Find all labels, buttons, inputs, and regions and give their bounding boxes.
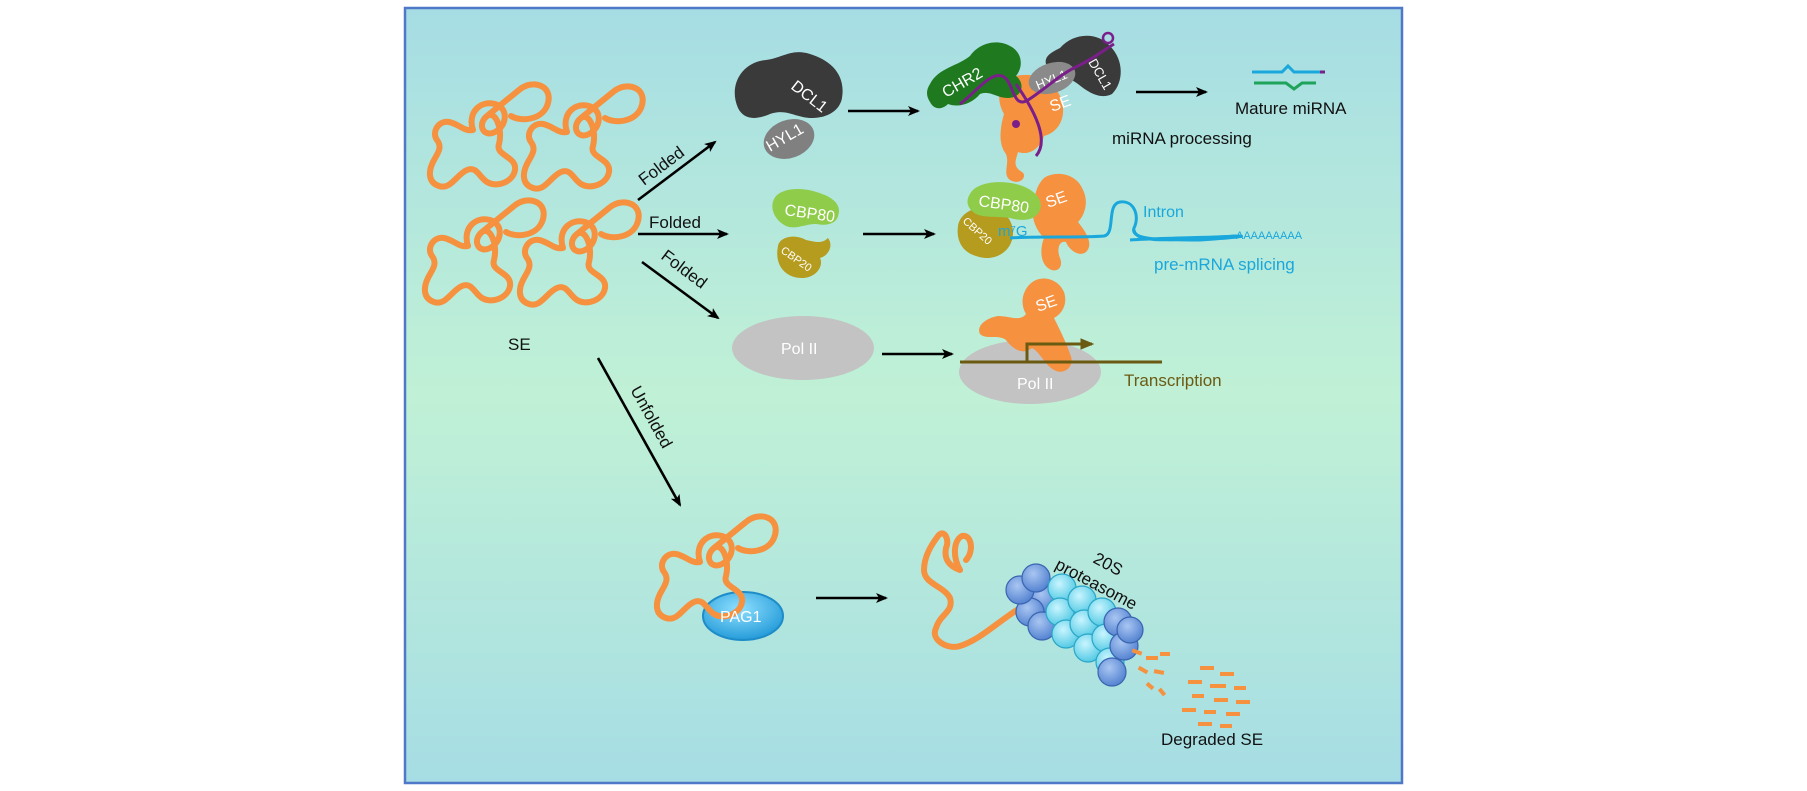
complex-pol2-shape bbox=[959, 340, 1101, 404]
dcl1-shape bbox=[734, 52, 843, 118]
pol2-label: Pol II bbox=[781, 341, 817, 358]
folded-arrow-1 bbox=[637, 140, 717, 202]
complex-cbp80-shape bbox=[967, 182, 1041, 220]
pri-mirna-end bbox=[1012, 120, 1020, 128]
cbp80-label: CBP80 bbox=[783, 202, 836, 226]
diagram-frame bbox=[403, 6, 1404, 785]
proteasome-subunit bbox=[1021, 563, 1051, 593]
hyl1-shape bbox=[763, 119, 815, 159]
complex-se-shape-3 bbox=[979, 278, 1072, 372]
complex-hyl1-shape bbox=[1028, 61, 1076, 95]
transcription-complex: Pol II SE bbox=[959, 278, 1162, 404]
degraded-se-label: Degraded SE bbox=[1161, 730, 1263, 749]
cbp20-shape bbox=[777, 236, 831, 278]
mirna-processing-label: miRNA processing bbox=[1112, 129, 1252, 148]
proteasome-subunit bbox=[1116, 616, 1144, 644]
pag1-label: PAG1 bbox=[720, 609, 762, 626]
complex-se-shape bbox=[999, 74, 1064, 182]
chr2-shape bbox=[927, 42, 1022, 109]
pag1-shape bbox=[702, 591, 784, 641]
complex-se-shape-2 bbox=[1032, 173, 1090, 271]
mature-mirna-duplex bbox=[1252, 63, 1325, 91]
folded-label-2: Folded bbox=[649, 213, 701, 232]
intron-label: Intron bbox=[1143, 204, 1184, 221]
complex-se-label-2: SE bbox=[1044, 188, 1070, 211]
microprocessor-complex: CHR2 DCL1 HYL1 SE bbox=[927, 31, 1121, 182]
mirna-strand-bottom bbox=[1254, 81, 1316, 91]
complex-se-label: SE bbox=[1048, 92, 1074, 115]
pri-mirna-end bbox=[1101, 31, 1115, 45]
cbp80-shape bbox=[772, 189, 840, 228]
polya-tail: AAAAAAAAA bbox=[1236, 230, 1303, 242]
se-entering-proteasome bbox=[921, 530, 1023, 650]
pre-mrna-strand-3prime bbox=[1132, 229, 1237, 242]
m7g-cap-label: m⁷G bbox=[998, 223, 1028, 240]
complex-se-label-3: SE bbox=[1034, 292, 1060, 315]
mature-mirna-label: Mature miRNA bbox=[1235, 99, 1347, 118]
complex-cbp20-shape bbox=[957, 206, 1014, 259]
folded-arrow-3 bbox=[641, 260, 720, 320]
pol2-shape bbox=[732, 316, 874, 380]
pri-mirna-strand-tail bbox=[1014, 83, 1043, 157]
complex-pol2-label: Pol II bbox=[1017, 376, 1053, 393]
degraded-peptides bbox=[1131, 648, 1250, 728]
transcription-label: Transcription bbox=[1124, 371, 1222, 390]
pre-mrna-splicing-label: pre-mRNA splicing bbox=[1154, 255, 1295, 274]
splicing-complex: SE CBP20 CBP80 m⁷G bbox=[957, 173, 1243, 271]
unfolded-arrow bbox=[596, 357, 682, 507]
proteasome-20s bbox=[1005, 563, 1144, 687]
transcription-start-arrow bbox=[1025, 338, 1095, 362]
se-label: SE bbox=[508, 335, 531, 354]
mirna-strand-top bbox=[1252, 63, 1322, 74]
proteasome-subunit bbox=[1097, 657, 1127, 687]
complex-cbp80-label: CBP80 bbox=[977, 193, 1030, 217]
